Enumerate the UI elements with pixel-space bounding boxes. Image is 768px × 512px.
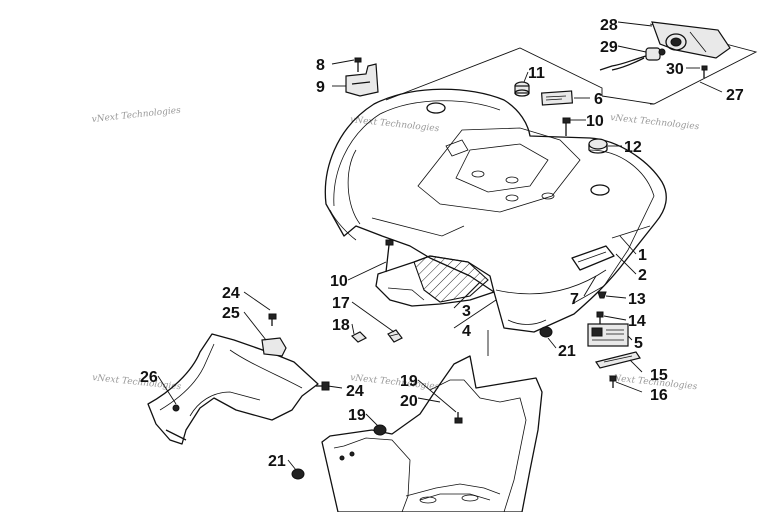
callout-8: 8	[316, 57, 325, 74]
watermark-text: vNext Technologies	[350, 115, 440, 134]
callout-17: 17	[332, 295, 350, 312]
callout-25: 25	[222, 305, 240, 322]
callout-30: 30	[666, 61, 684, 78]
callout-28: 28	[600, 17, 618, 34]
callout-27: 27	[726, 87, 744, 104]
leader-lines	[157, 21, 723, 471]
nut-21-left	[291, 468, 305, 480]
watermark-text: vNext Technologies	[610, 113, 700, 132]
rivet-13	[597, 291, 607, 299]
callout-4: 4	[462, 323, 471, 340]
callout-10-lower: 10	[330, 273, 348, 290]
mount-bracket	[345, 63, 379, 97]
callout-15: 15	[650, 367, 668, 384]
bolt-10-upper	[562, 117, 571, 136]
callout-6: 6	[594, 91, 603, 108]
bolt-8	[354, 57, 362, 72]
callout-29: 29	[600, 39, 618, 56]
reflector-15	[595, 351, 641, 369]
warning-label-5	[587, 323, 629, 347]
callout-18: 18	[332, 317, 350, 334]
callout-12: 12	[624, 139, 642, 156]
nut-21-right	[539, 326, 553, 338]
watermark-text: vNext Technologies	[91, 106, 181, 125]
callout-16: 16	[650, 387, 668, 404]
bulb-socket	[599, 47, 666, 71]
footwell-panel	[321, 355, 543, 512]
callout-19-upper: 19	[400, 373, 418, 390]
callout-13: 13	[628, 291, 646, 308]
callout-21-right: 21	[558, 343, 576, 360]
speed-nut-18	[350, 329, 403, 343]
callout-20: 20	[400, 393, 418, 410]
cap-12	[588, 138, 608, 154]
watermark-text: vNext Technologies	[92, 373, 182, 392]
callout-7: 7	[570, 291, 579, 308]
callout-11: 11	[528, 65, 545, 82]
side-panel	[147, 333, 319, 445]
decal-6	[540, 90, 574, 106]
taillight-housing	[651, 21, 731, 59]
callout-19-lower: 19	[348, 407, 366, 424]
screw-16	[609, 375, 617, 388]
callout-26: 26	[140, 369, 158, 386]
screw-24-upper	[268, 313, 277, 326]
callout-21-left: 21	[268, 453, 286, 470]
screw-14	[596, 311, 604, 324]
callout-24-lower: 24	[346, 383, 364, 400]
bolt-19-upper	[454, 412, 463, 424]
screw-30	[701, 65, 708, 78]
grommet-11	[514, 81, 530, 97]
callout-1: 1	[638, 247, 647, 264]
callout-5: 5	[634, 335, 643, 352]
callout-3: 3	[462, 303, 471, 320]
nut-19-lower	[373, 424, 387, 436]
callout-2: 2	[638, 267, 647, 284]
callout-9: 9	[316, 79, 325, 96]
bolt-10-lower	[385, 239, 394, 273]
callout-24-upper: 24	[222, 285, 240, 302]
callout-labels: 28 29 30 27 8 9 11 6 10 12 1 2 10 7 13 1…	[140, 17, 744, 470]
inner-splash-panel	[375, 255, 495, 307]
callout-14: 14	[628, 313, 646, 330]
callout-10-upper: 10	[586, 113, 604, 130]
